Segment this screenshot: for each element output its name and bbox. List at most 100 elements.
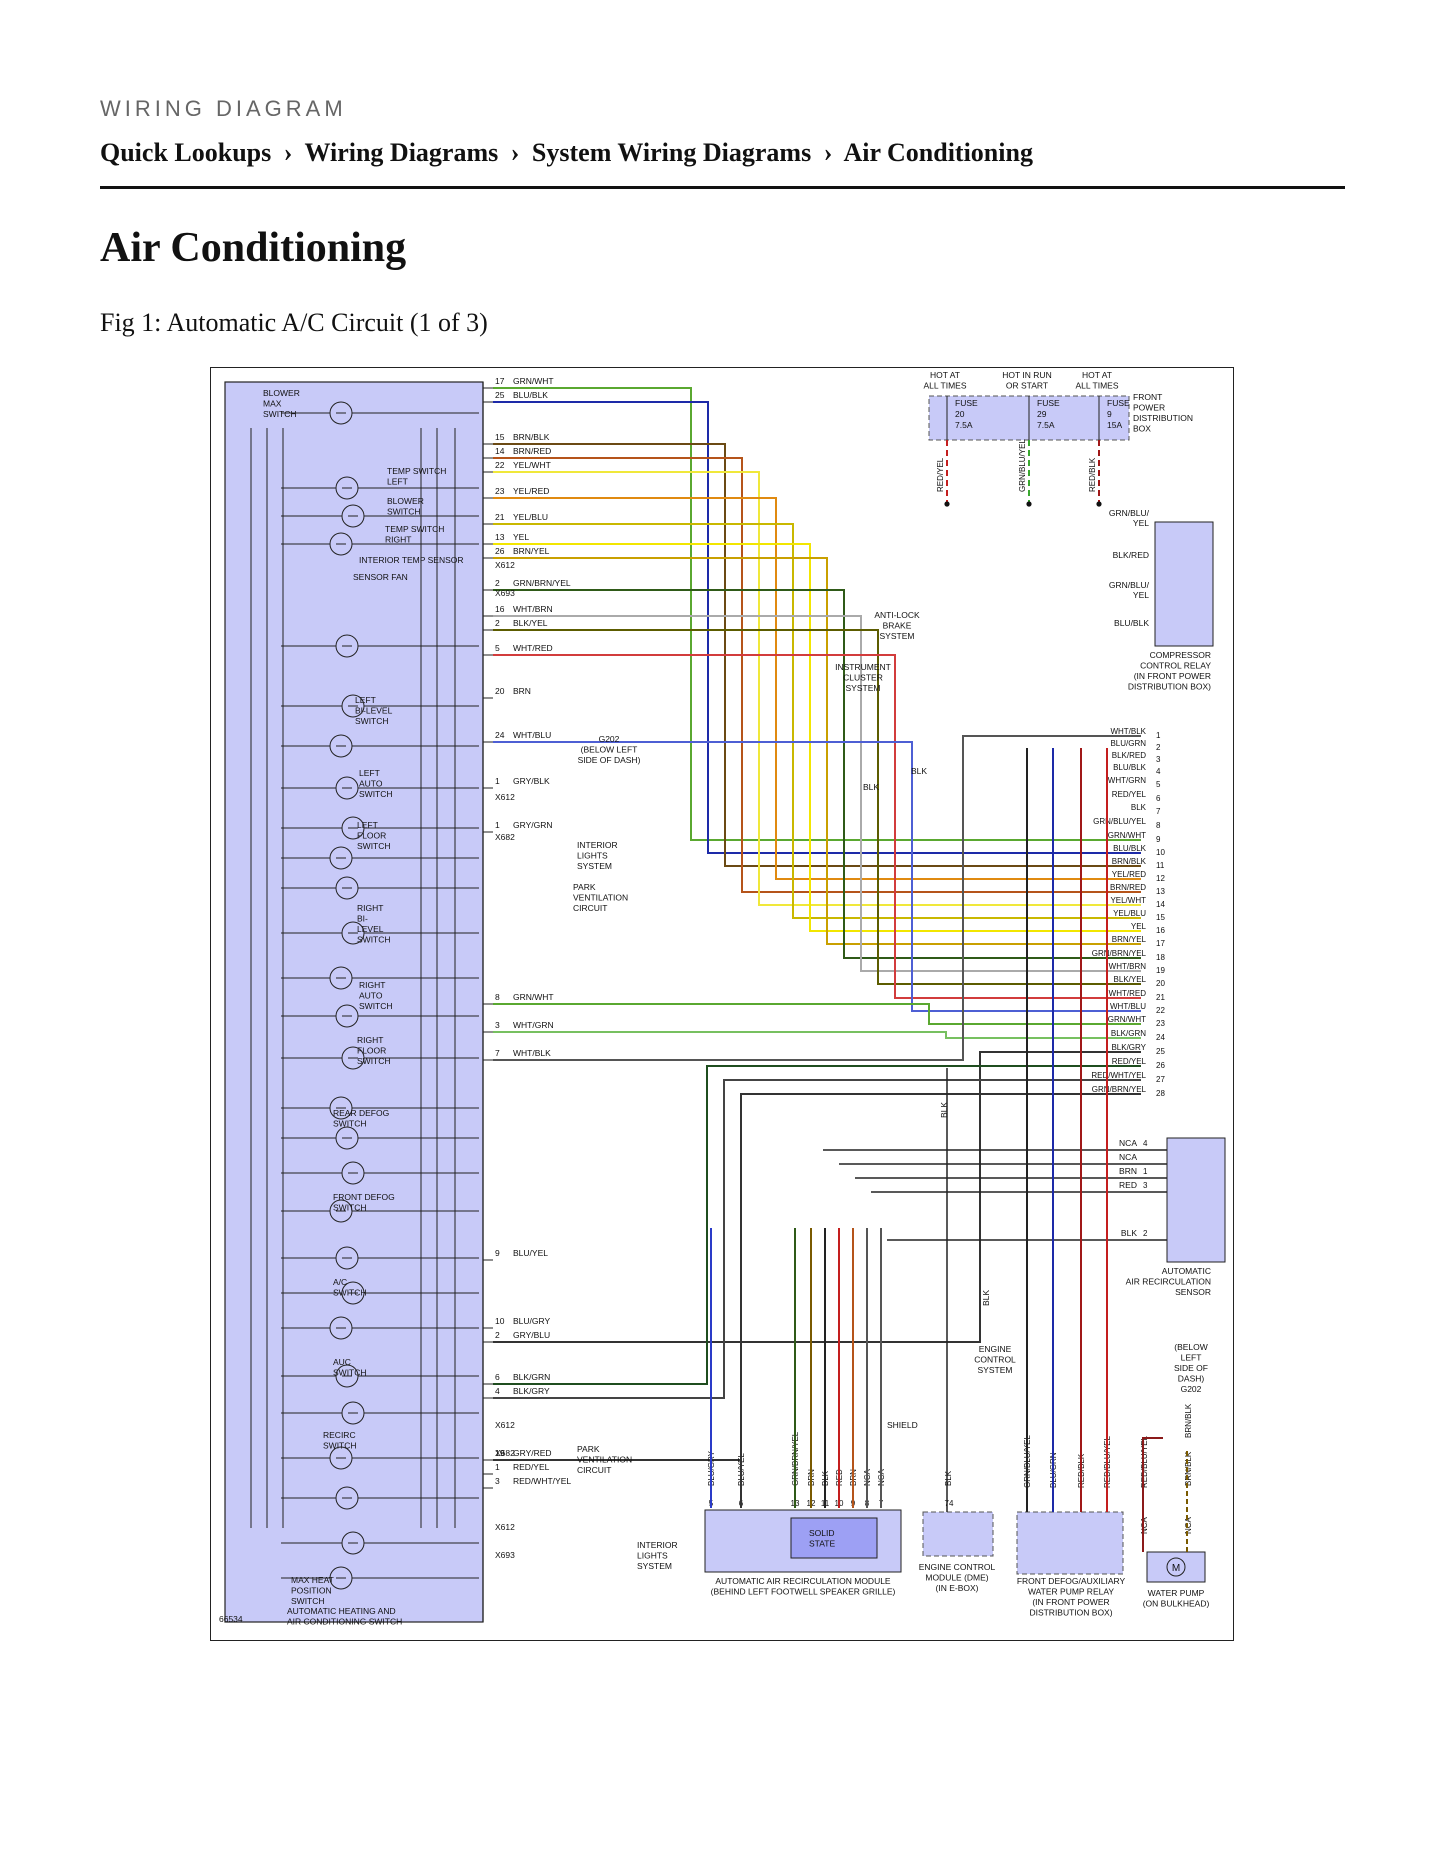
switch-module-label: AUTOMATIC HEATING AND <box>287 1606 396 1616</box>
recirc-module-label: (BEHIND LEFT FOOTWELL SPEAKER GRILLE) <box>711 1587 896 1597</box>
wire-wht-red <box>493 654 1141 999</box>
recirc-sensor-label: SENSOR <box>1175 1287 1211 1297</box>
right-pin-wire-label: WHT/GRN <box>1108 776 1146 785</box>
water-pump-wire-label: BRN/BLK <box>1184 1451 1193 1486</box>
blk-label: BLK <box>911 766 927 776</box>
left-pin-number: 3 <box>495 1476 500 1486</box>
left-pin-wire-label: RED/YEL <box>513 1462 550 1472</box>
left-pin-wire-label: BRN <box>513 686 531 696</box>
left-pin-wire-label: GRY/GRN <box>513 820 553 830</box>
water-pump-label: (ON BULKHEAD) <box>1143 1599 1210 1609</box>
interior-lights-label: LIGHTS <box>577 851 608 861</box>
left-pin-wire-label: GRN/WHT <box>513 992 554 1002</box>
left-pin-wire-label: GRY/BLU <box>513 1330 550 1340</box>
switch-label: TEMP SWITCH <box>387 466 446 476</box>
right-pin-number: 6 <box>1156 794 1161 803</box>
switch-label: SWITCH <box>357 1056 391 1066</box>
right-pin-wire-label: GRN/BRN/YEL <box>1092 949 1147 958</box>
recirc-sensor-pin: 4 <box>1143 1139 1148 1148</box>
left-pin-wire-label: BRN/BLK <box>513 432 550 442</box>
switch-label: POSITION <box>291 1586 332 1596</box>
left-pin-wire-label: YEL/BLU <box>513 512 548 522</box>
right-pin-wire-label: GRN/BLU/YEL <box>1093 817 1146 826</box>
breadcrumb-separator: › <box>510 138 520 167</box>
right-pin-number: 2 <box>1156 743 1161 752</box>
page-title: Air Conditioning <box>100 225 407 271</box>
fuse-wire-label: RED/YEL <box>936 457 945 492</box>
left-pin-wire-label: BLK/GRY <box>513 1386 550 1396</box>
g202-label: G202 <box>599 734 620 744</box>
left-pin-number: 3 <box>495 1020 500 1030</box>
fuse-box-label: DISTRIBUTION <box>1133 413 1193 423</box>
fuse-wire-label: GRN/BLU/YEL <box>1018 439 1027 492</box>
left-pin-wire-label: RED/WHT/YEL <box>513 1476 571 1486</box>
recirc-module-label: AUTOMATIC AIR RECIRCULATION MODULE <box>715 1576 891 1586</box>
fuse-rating: 7.5A <box>955 420 973 430</box>
g202-label: SIDE OF DASH) <box>578 755 641 765</box>
right-pin-number: 10 <box>1156 848 1165 857</box>
breadcrumb-quick-lookups[interactable]: Quick Lookups <box>100 138 272 167</box>
left-pin-wire-label: BLK/GRN <box>513 1372 550 1382</box>
right-pin-wire-label: RED/YEL <box>1112 790 1147 799</box>
fuse-hot-label: HOT AT <box>930 370 960 380</box>
left-pin-number: 20 <box>495 686 505 696</box>
relay-wire-label: GRN/BLU/ <box>1109 508 1150 518</box>
wire-blk-gry <box>493 1079 1141 1399</box>
wire-yel <box>493 543 1141 932</box>
fuse-name: FUSE <box>1037 398 1060 408</box>
breadcrumb-air-conditioning[interactable]: Air Conditioning <box>843 138 1033 167</box>
breadcrumb-system-wiring-diagrams[interactable]: System Wiring Diagrams <box>531 138 812 167</box>
recirc-sensor-pin: 3 <box>1143 1181 1148 1190</box>
left-pin-number: 1 <box>495 1462 500 1472</box>
switch-label: FLOOR <box>357 831 386 841</box>
water-pump-motor-icon <box>1166 1557 1186 1577</box>
left-pin-wire-label: BRN/YEL <box>513 546 550 556</box>
relay-wire-label: BLK/RED <box>1113 550 1149 560</box>
wire-yel-blu <box>493 523 1141 919</box>
fuse-wire-label: RED/BLK <box>1088 457 1097 492</box>
wire-grn-wht <box>493 387 1141 841</box>
left-pin-wire-label: YEL/RED <box>513 486 549 496</box>
switch-label: AUTO <box>359 779 383 789</box>
switch-label: RIGHT <box>385 535 411 545</box>
fuse-hot-label: HOT AT <box>1082 370 1112 380</box>
cluster-label: SYSTEM <box>846 683 881 693</box>
switch-label: AUTO <box>359 991 383 1001</box>
left-pin-wire-label: WHT/RED <box>513 643 553 653</box>
switch-label: MAX <box>263 399 282 409</box>
water-pump-wire-label: NCA <box>1140 1516 1149 1534</box>
fuse-rating: 7.5A <box>1037 420 1055 430</box>
ecm-label: MODULE (DME) <box>925 1573 988 1583</box>
water-pump-wire-label: NCA <box>1184 1516 1193 1534</box>
switch-label: RIGHT <box>357 903 383 913</box>
park-vent-label: PARK <box>577 1444 600 1454</box>
recirc-sensor-label: AUTOMATIC <box>1162 1266 1211 1276</box>
switch-module-panel <box>224 381 484 1623</box>
right-pin-wire-label: BLK <box>1131 803 1147 812</box>
right-pin-wire-label: BLK/RED <box>1112 751 1146 760</box>
interior-lights-label: SYSTEM <box>577 861 612 871</box>
compressor-relay-label: DISTRIBUTION BOX) <box>1128 682 1211 692</box>
switch-label: INTERIOR TEMP SENSOR <box>359 555 464 565</box>
recirc-sensor-wire-label: NCA <box>1119 1138 1137 1148</box>
right-pin-number: 11 <box>1156 861 1165 870</box>
park-vent-label: VENTILATION <box>573 893 628 903</box>
right-pin-wire-label: WHT/RED <box>1109 989 1147 998</box>
defog-relay-box <box>1016 1511 1124 1575</box>
solid-state-label: SOLID <box>809 1528 835 1538</box>
right-pin-wire-label: BLU/BLK <box>1113 763 1147 772</box>
left-pin-number: 4 <box>495 1386 500 1396</box>
wire-yel-wht <box>493 471 1141 906</box>
left-pin-wire-label: WHT/BLU <box>513 730 551 740</box>
park-vent-label: CIRCUIT <box>573 903 607 913</box>
left-pin-number: 1 <box>495 776 500 786</box>
switch-label: TEMP SWITCH <box>385 524 444 534</box>
right-pin-wire-label: WHT/BLU <box>1110 1002 1146 1011</box>
fuse-rating: 15A <box>1107 420 1122 430</box>
breadcrumb-wiring-diagrams[interactable]: Wiring Diagrams <box>304 138 499 167</box>
left-pin-wire-label: BLU/GRY <box>513 1316 550 1326</box>
wire-blu-blk <box>493 401 1141 854</box>
relay-wire-label: YEL <box>1133 590 1149 600</box>
left-pin-number: 22 <box>495 460 505 470</box>
